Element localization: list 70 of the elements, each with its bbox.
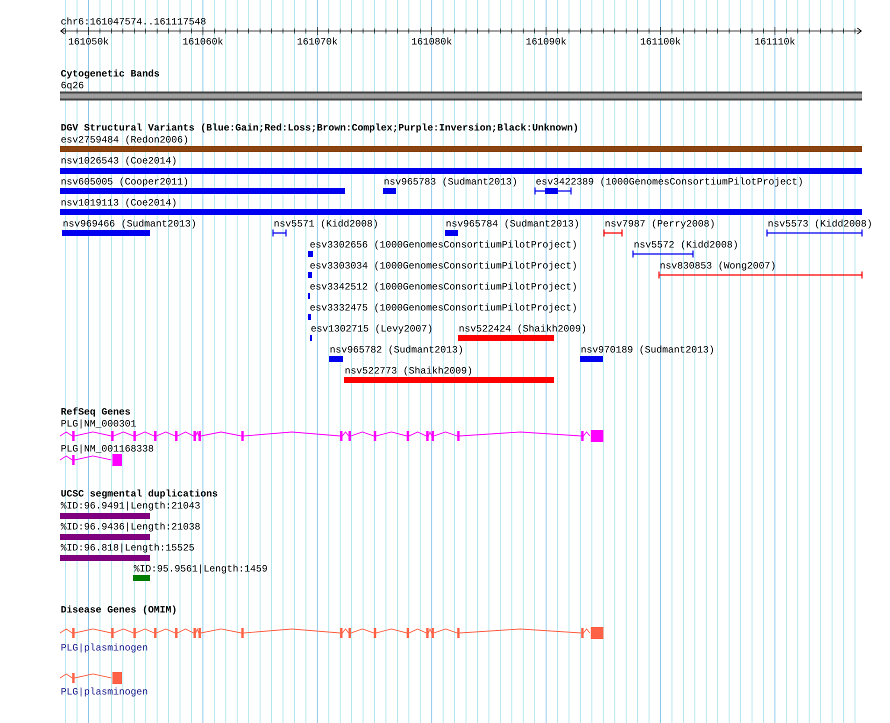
gene-model-drawing: PLG|NM_001168338 — [60, 444, 154, 466]
tick-label: 161100k — [640, 37, 680, 45]
variant-bar: esv3303034 (1000GenomesConsortiumPilotProject) — [308, 261, 576, 278]
node-label: nsv965783 (Sudmant2013) — [384, 177, 516, 187]
node-label: PLG|NM_000301 — [61, 419, 136, 429]
gene-model-drawing: PLG|plasminogen — [60, 627, 604, 653]
tick-label: 161110k — [755, 37, 795, 45]
variant-bar: nsv965782 (Sudmant2013) — [329, 345, 462, 362]
variant-bar: nsv830853 (Wong2007) — [658, 261, 863, 280]
node-label: %ID:96.818|Length:15525 — [60, 543, 194, 553]
tick-label: 161050k — [68, 37, 108, 45]
node-label: nsv970189 (Sudmant2013) — [582, 345, 713, 355]
variant-bar: nsv1019113 (Coe2014) — [60, 198, 862, 215]
track-heading: RefSeq Genes — [61, 407, 130, 417]
node-label: %ID:96.9491|Length:21043 — [60, 501, 200, 511]
variant-bar: %ID:95.9561|Length:1459 — [133, 564, 267, 581]
variant-bar: esv3422389 (1000GenomesConsortiumPilotProject) — [534, 177, 802, 196]
variant-bar: nsv5573 (Kidd2008) — [766, 219, 871, 238]
variant-bar: nsv5572 (Kidd2008) — [632, 240, 737, 258]
variant-bar: esv3342512 (1000GenomesConsortiumPilotProject) — [308, 282, 576, 299]
variant-bar: nsv965784 (Sudmant2013) — [445, 219, 578, 236]
variant-bar: nsv522773 (Shaikh2009) — [344, 366, 554, 383]
variant-bar: %ID:96.9491|Length:21043 — [60, 501, 200, 519]
variant-bar: nsv965783 (Sudmant2013) — [383, 177, 516, 194]
gene-model-drawing: PLG|NM_000301 — [60, 419, 604, 442]
tick-label: 161080k — [412, 37, 452, 45]
node-label: esv3422389 (1000GenomesConsortiumPilotProject) — [536, 177, 802, 187]
node-label: PLG|plasminogen — [61, 643, 148, 653]
variant-bar: nsv5571 (Kidd2008) — [272, 219, 377, 238]
variant-bar: nsv969466 (Sudmant2013) — [62, 219, 195, 236]
node-label: nsv1026543 (Coe2014) — [62, 156, 176, 166]
node-label: nsv605005 (Cooper2011) — [62, 177, 188, 187]
node-label: nsv522424 (Shaikh2009) — [460, 324, 586, 334]
node-label: nsv1019113 (Coe2014) — [62, 198, 176, 208]
node-label: esv3342512 (1000GenomesConsortiumPilotProject) — [310, 282, 576, 292]
variant-bar: %ID:96.9436|Length:21038 — [60, 522, 200, 540]
node-label: %ID:95.9561|Length:1459 — [134, 564, 267, 574]
track-heading: DGV Structural Variants (Blue:Gain;Red:Loss;Brown:Complex;Purple:Inversion;Black:Unknown) — [61, 123, 578, 133]
track-heading: Cytogenetic Bands — [61, 69, 160, 79]
variant-bar: %ID:96.818|Length:15525 — [60, 543, 194, 561]
node-label: %ID:96.9436|Length:21038 — [60, 522, 200, 532]
variant-bar: nsv1026543 (Coe2014) — [60, 156, 862, 174]
node-label: nsv965784 (Sudmant2013) — [446, 219, 578, 229]
track-heading: UCSC segmental duplications — [61, 489, 218, 499]
node-label: nsv522773 (Shaikh2009) — [346, 366, 472, 376]
node-label: esv3303034 (1000GenomesConsortiumPilotProject) — [310, 261, 576, 271]
variant-bar: esv1302715 (Levy2007) — [310, 324, 432, 341]
coordinate-label: chr6:161047574..161117548 — [61, 17, 206, 25]
node-label: esv3302656 (1000GenomesConsortiumPilotProject) — [310, 240, 576, 250]
gene-model-drawing: PLG|plasminogen — [60, 672, 148, 697]
variant-bar: esv2759484 (Redon2006) — [60, 135, 862, 152]
tick-label: 161070k — [298, 37, 338, 45]
variant-bar: nsv522424 (Shaikh2009) — [458, 324, 586, 341]
node-label: PLG|NM_001168338 — [61, 444, 154, 454]
track-heading: Disease Genes (OMIM) — [61, 605, 176, 615]
node-label: nsv969466 (Sudmant2013) — [64, 219, 195, 229]
tick-label: 161090k — [526, 37, 566, 45]
node-label: esv2759484 (Redon2006) — [61, 135, 188, 145]
node-label: esv1302715 (Levy2007) — [311, 324, 432, 334]
variant-bar: nsv7987 (Perry2008) — [603, 219, 714, 238]
node-label: PLG|plasminogen — [61, 687, 148, 697]
variant-bar: esv3302656 (1000GenomesConsortiumPilotProject) — [308, 240, 576, 257]
chromosome-band: 6q26 — [60, 82, 862, 100]
variant-bar: nsv605005 (Cooper2011) — [60, 177, 345, 194]
node-label: nsv965782 (Sudmant2013) — [330, 345, 462, 355]
variant-bar: nsv970189 (Sudmant2013) — [580, 345, 713, 362]
tick-label: 161060k — [183, 37, 223, 45]
node-label: esv3332475 (1000GenomesConsortiumPilotProject) — [310, 303, 576, 313]
variant-bar: esv3332475 (1000GenomesConsortiumPilotProject) — [308, 303, 576, 320]
node-label: 6q26 — [61, 82, 84, 90]
